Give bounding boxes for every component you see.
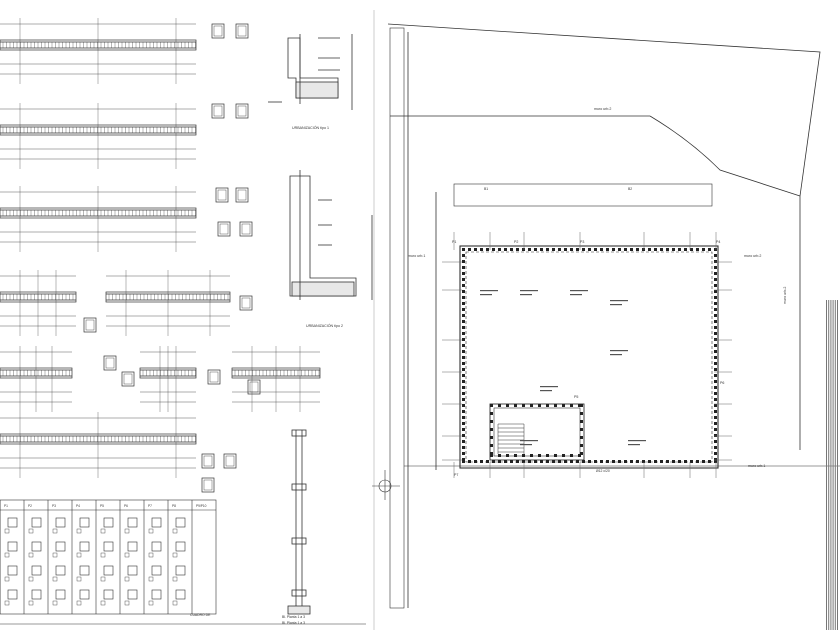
pillar-p1-label: P1 <box>452 240 456 244</box>
schedule-header-cell: P1 <box>4 504 8 508</box>
pillar-p3-label: P3 <box>580 240 584 244</box>
beam-b1-label: B1 <box>484 187 488 191</box>
schedule-header-cell: P4 <box>76 504 80 508</box>
muro-right-vertical-label: muro urb.2 <box>783 287 787 304</box>
muro-top-label: muro urb.2 <box>594 107 611 111</box>
pillar-p7-label: P7 <box>454 473 458 477</box>
column-note-2: Bl. Planta 1 a 3 <box>282 615 305 619</box>
axis-symbol <box>372 470 400 500</box>
schedule-label: CUADRO DE <box>190 613 211 617</box>
site-plan <box>387 23 840 609</box>
beam-elevations <box>0 18 321 493</box>
schedule-header-cell: P7 <box>148 504 152 508</box>
pillar-p2-label: P2 <box>514 240 518 244</box>
plan-annotations <box>480 290 646 446</box>
perimeter-reinforcement <box>462 248 717 463</box>
column-elevation <box>287 429 311 615</box>
pillar-p4-label: P4 <box>716 240 720 244</box>
wall-section-2-title: URBANIZACIÓN tipo 2 <box>306 323 343 328</box>
wall-section-1 <box>268 34 353 110</box>
wall-section-1-title: URBANIZACIÓN tipo 1 <box>292 125 329 130</box>
schedule-header-cell: P6 <box>124 504 128 508</box>
pillar-p5-label: P5 <box>574 395 578 399</box>
muro-left-label: muro urb.1 <box>408 254 425 258</box>
schedule-header-cell: P2 <box>28 504 32 508</box>
schedule-header-cell: P8 <box>172 504 176 508</box>
schedule-header-cell: P5 <box>100 504 104 508</box>
pillar-p6-label: P6 <box>720 381 724 385</box>
schedule-header-cell: P3 <box>52 504 56 508</box>
stair-note: Ø12 c/20 <box>596 469 610 473</box>
column-note-1: Bl. Planta 1 a 3 <box>282 621 305 625</box>
wall-section-2 <box>289 170 373 300</box>
column-schedule: P1 P2 P3 P4 P5 P6 P7 P8 P9/P10 <box>0 499 217 615</box>
muro-bottom-right-label: muro urb.1 <box>748 464 765 468</box>
muro-right-label: muro urb.2 <box>744 254 761 258</box>
grid-ticks <box>442 232 732 478</box>
schedule-header-cell: P9/P10 <box>196 504 207 508</box>
beam-b2-label: B2 <box>628 187 632 191</box>
title-block <box>826 300 838 630</box>
